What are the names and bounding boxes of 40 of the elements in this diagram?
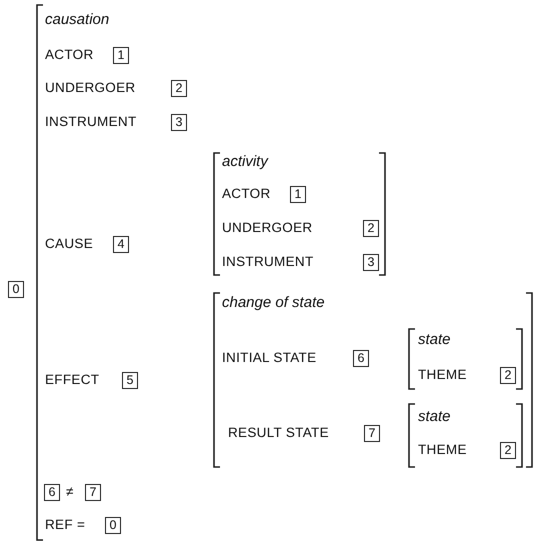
attribute-label: ACTOR: [222, 186, 271, 202]
tag-number: 6: [44, 484, 60, 501]
type-label: state: [418, 409, 451, 425]
type-label: activity: [222, 154, 268, 170]
attribute-label: INITIAL STATE: [222, 350, 316, 366]
tag-number: 5: [122, 372, 138, 389]
attribute-label: INSTRUMENT: [45, 114, 136, 130]
attribute-label: UNDERGOER: [45, 80, 136, 96]
tag-number: 4: [113, 236, 129, 253]
tag-number: 6: [353, 350, 369, 367]
tag-number: 1: [290, 186, 306, 203]
attribute-label: THEME: [418, 442, 467, 458]
type-label: state: [418, 332, 451, 348]
tag-number: 1: [113, 47, 129, 64]
inequality-sign: ≠: [66, 484, 74, 500]
attribute-label: UNDERGOER: [222, 220, 312, 236]
tag-number: 3: [363, 254, 379, 271]
attribute-value-matrix: [408, 328, 523, 390]
type-label: causation: [45, 12, 110, 28]
attribute-label: CAUSE: [45, 236, 94, 252]
attribute-label: ACTOR: [45, 47, 94, 63]
tag-number: 7: [364, 425, 380, 442]
tag-number: 2: [500, 367, 516, 384]
tag-number: 2: [363, 220, 379, 237]
tag-number: 0: [105, 517, 121, 534]
tag-number: 2: [171, 80, 187, 97]
attribute-label: INSTRUMENT: [222, 254, 314, 270]
type-label: change of state: [222, 295, 325, 311]
attribute-value-matrix: [213, 292, 533, 468]
attribute-value-matrix: [213, 152, 386, 276]
attribute-label: RESULT STATE: [228, 425, 329, 441]
attribute-label: REF =: [45, 517, 86, 533]
tag-number: 2: [500, 442, 516, 459]
attribute-label: THEME: [418, 367, 467, 383]
attribute-value-matrix: [408, 403, 523, 468]
tag-number: 3: [171, 114, 187, 131]
attribute-value-matrix: [36, 4, 536, 541]
tag-number: 0: [8, 281, 24, 298]
tag-number: 7: [85, 484, 101, 501]
attribute-label: EFFECT: [45, 372, 100, 388]
